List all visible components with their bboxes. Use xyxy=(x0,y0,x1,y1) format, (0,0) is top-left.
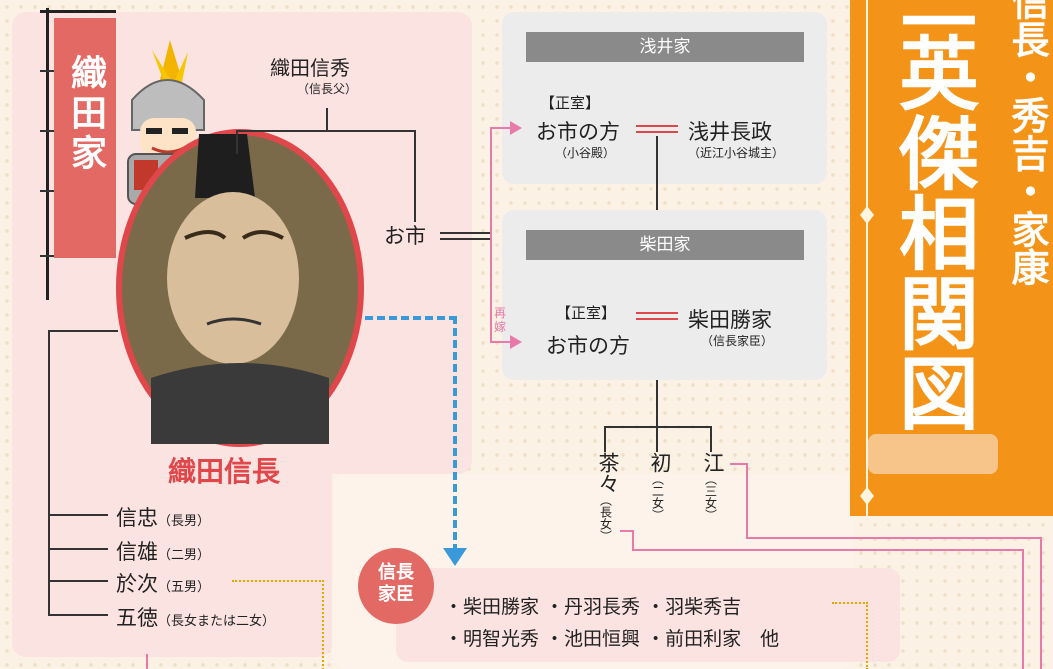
children-line xyxy=(48,580,108,582)
daughter-go: 江 （三女） xyxy=(701,452,725,521)
dotted-link xyxy=(866,602,868,669)
dotted-link xyxy=(232,580,324,582)
azai-header: 浅井家 xyxy=(526,32,804,62)
dotted-link xyxy=(832,602,868,604)
retainers-badge: 信長家臣 xyxy=(358,548,434,624)
children-line xyxy=(48,514,108,516)
dotted-link xyxy=(322,580,324,669)
title-banner xyxy=(850,0,1053,516)
clan-tick xyxy=(40,190,54,192)
clan-tick xyxy=(40,255,54,257)
pink-connector xyxy=(490,235,492,343)
banner-title: 三英傑相関図 xyxy=(886,0,979,432)
tree-line xyxy=(710,426,712,452)
shibata-husband: 柴田勝家 xyxy=(688,308,772,332)
tree-line xyxy=(604,426,712,428)
tree-line xyxy=(656,426,658,452)
children-line xyxy=(48,614,108,616)
child-item: 信忠（長男） xyxy=(116,506,211,530)
double-line xyxy=(440,232,490,234)
marriage-line xyxy=(636,312,678,320)
clan-bar xyxy=(46,8,49,300)
blue-dash xyxy=(453,316,457,552)
ichi-name: お市 xyxy=(384,224,426,248)
children-line xyxy=(48,330,50,616)
children-line xyxy=(48,330,118,332)
child-item: 信雄（二男） xyxy=(116,540,211,564)
arrow-icon xyxy=(510,335,522,349)
retainers-line2: ・明智光秀 ・池田恒興 ・前田利家 他 xyxy=(444,628,780,650)
tree-line xyxy=(656,380,658,426)
shibata-header: 柴田家 xyxy=(526,230,804,260)
daughter-hatsu: 初 （二女） xyxy=(648,452,672,521)
pink-connector xyxy=(490,127,512,129)
clan-bar-top xyxy=(40,10,116,13)
tree-line xyxy=(604,426,606,452)
daughter-chacha: 茶々 （長女） xyxy=(596,452,620,542)
tree-line xyxy=(236,130,416,132)
diamond-icon xyxy=(860,206,874,224)
arrow-icon xyxy=(510,121,522,135)
pink-connector xyxy=(1040,537,1042,669)
tree-line xyxy=(326,108,328,130)
pink-connector xyxy=(490,341,512,343)
banner-inner-line xyxy=(866,0,868,516)
arrow-down-icon xyxy=(443,548,467,566)
clan-tick xyxy=(40,130,54,132)
child-item: 五徳（長女または二女） xyxy=(116,606,276,630)
azai-wife-note: （小谷殿） xyxy=(554,146,615,160)
tree-line xyxy=(236,130,238,154)
nobunaga-portrait xyxy=(116,129,364,447)
tree-line xyxy=(414,130,416,222)
child-item: 於次（五男） xyxy=(116,572,211,596)
azai-wife-tag: 【正室】 xyxy=(540,94,601,112)
double-line xyxy=(440,238,490,240)
pink-connector xyxy=(632,530,634,550)
azai-husband-note: （近江小谷城主） xyxy=(687,146,784,160)
azai-wife: お市の方 xyxy=(536,120,620,144)
pink-connector xyxy=(1022,549,1024,669)
pink-connector xyxy=(730,463,748,465)
father-note: （信長父） xyxy=(296,82,357,96)
remarry-label: 再嫁 xyxy=(494,306,507,334)
pink-connector xyxy=(746,537,1042,539)
nobunaga-name: 織田信長 xyxy=(168,455,281,488)
retainers-line1: ・柴田勝家 ・丹羽長秀 ・羽柴秀吉 xyxy=(444,596,742,618)
shibata-husband-note: （信長家臣） xyxy=(700,334,773,348)
pink-connector xyxy=(146,654,148,669)
azai-husband: 浅井長政 xyxy=(688,120,772,144)
marriage-line xyxy=(636,125,678,133)
pink-connector xyxy=(490,127,492,235)
pink-connector xyxy=(620,530,632,532)
shibata-wife: お市の方 xyxy=(546,334,630,358)
banner-subtitle: 信長・秀吉・家康 xyxy=(1005,0,1049,286)
clan-label: 織田家 xyxy=(54,18,116,258)
clan-tick xyxy=(40,70,54,72)
pink-connector xyxy=(632,549,1024,551)
banner-decoration xyxy=(868,434,998,474)
shibata-wife-tag: 【正室】 xyxy=(556,304,617,322)
pink-connector xyxy=(746,463,748,539)
children-line xyxy=(48,548,108,550)
father-name: 織田信秀 xyxy=(270,56,350,80)
tree-line xyxy=(656,136,658,210)
diamond-icon xyxy=(860,487,874,505)
blue-dash xyxy=(365,316,457,320)
retainers-box xyxy=(396,568,900,662)
